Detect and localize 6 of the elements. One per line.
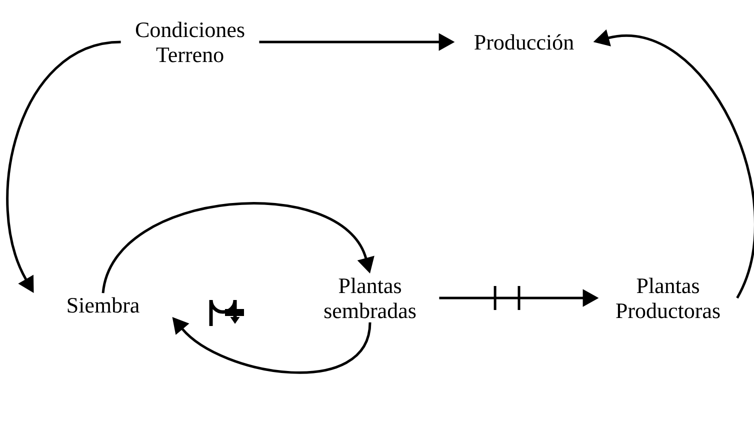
node-label: Producción [474,34,574,50]
node-label: Condiciones Terreno [136,22,244,62]
arrow [102,202,374,294]
node-label: Plantas sembradas [324,278,416,318]
node-label: Siembra [68,297,140,313]
node-label: Plantas Productoras [616,278,720,318]
